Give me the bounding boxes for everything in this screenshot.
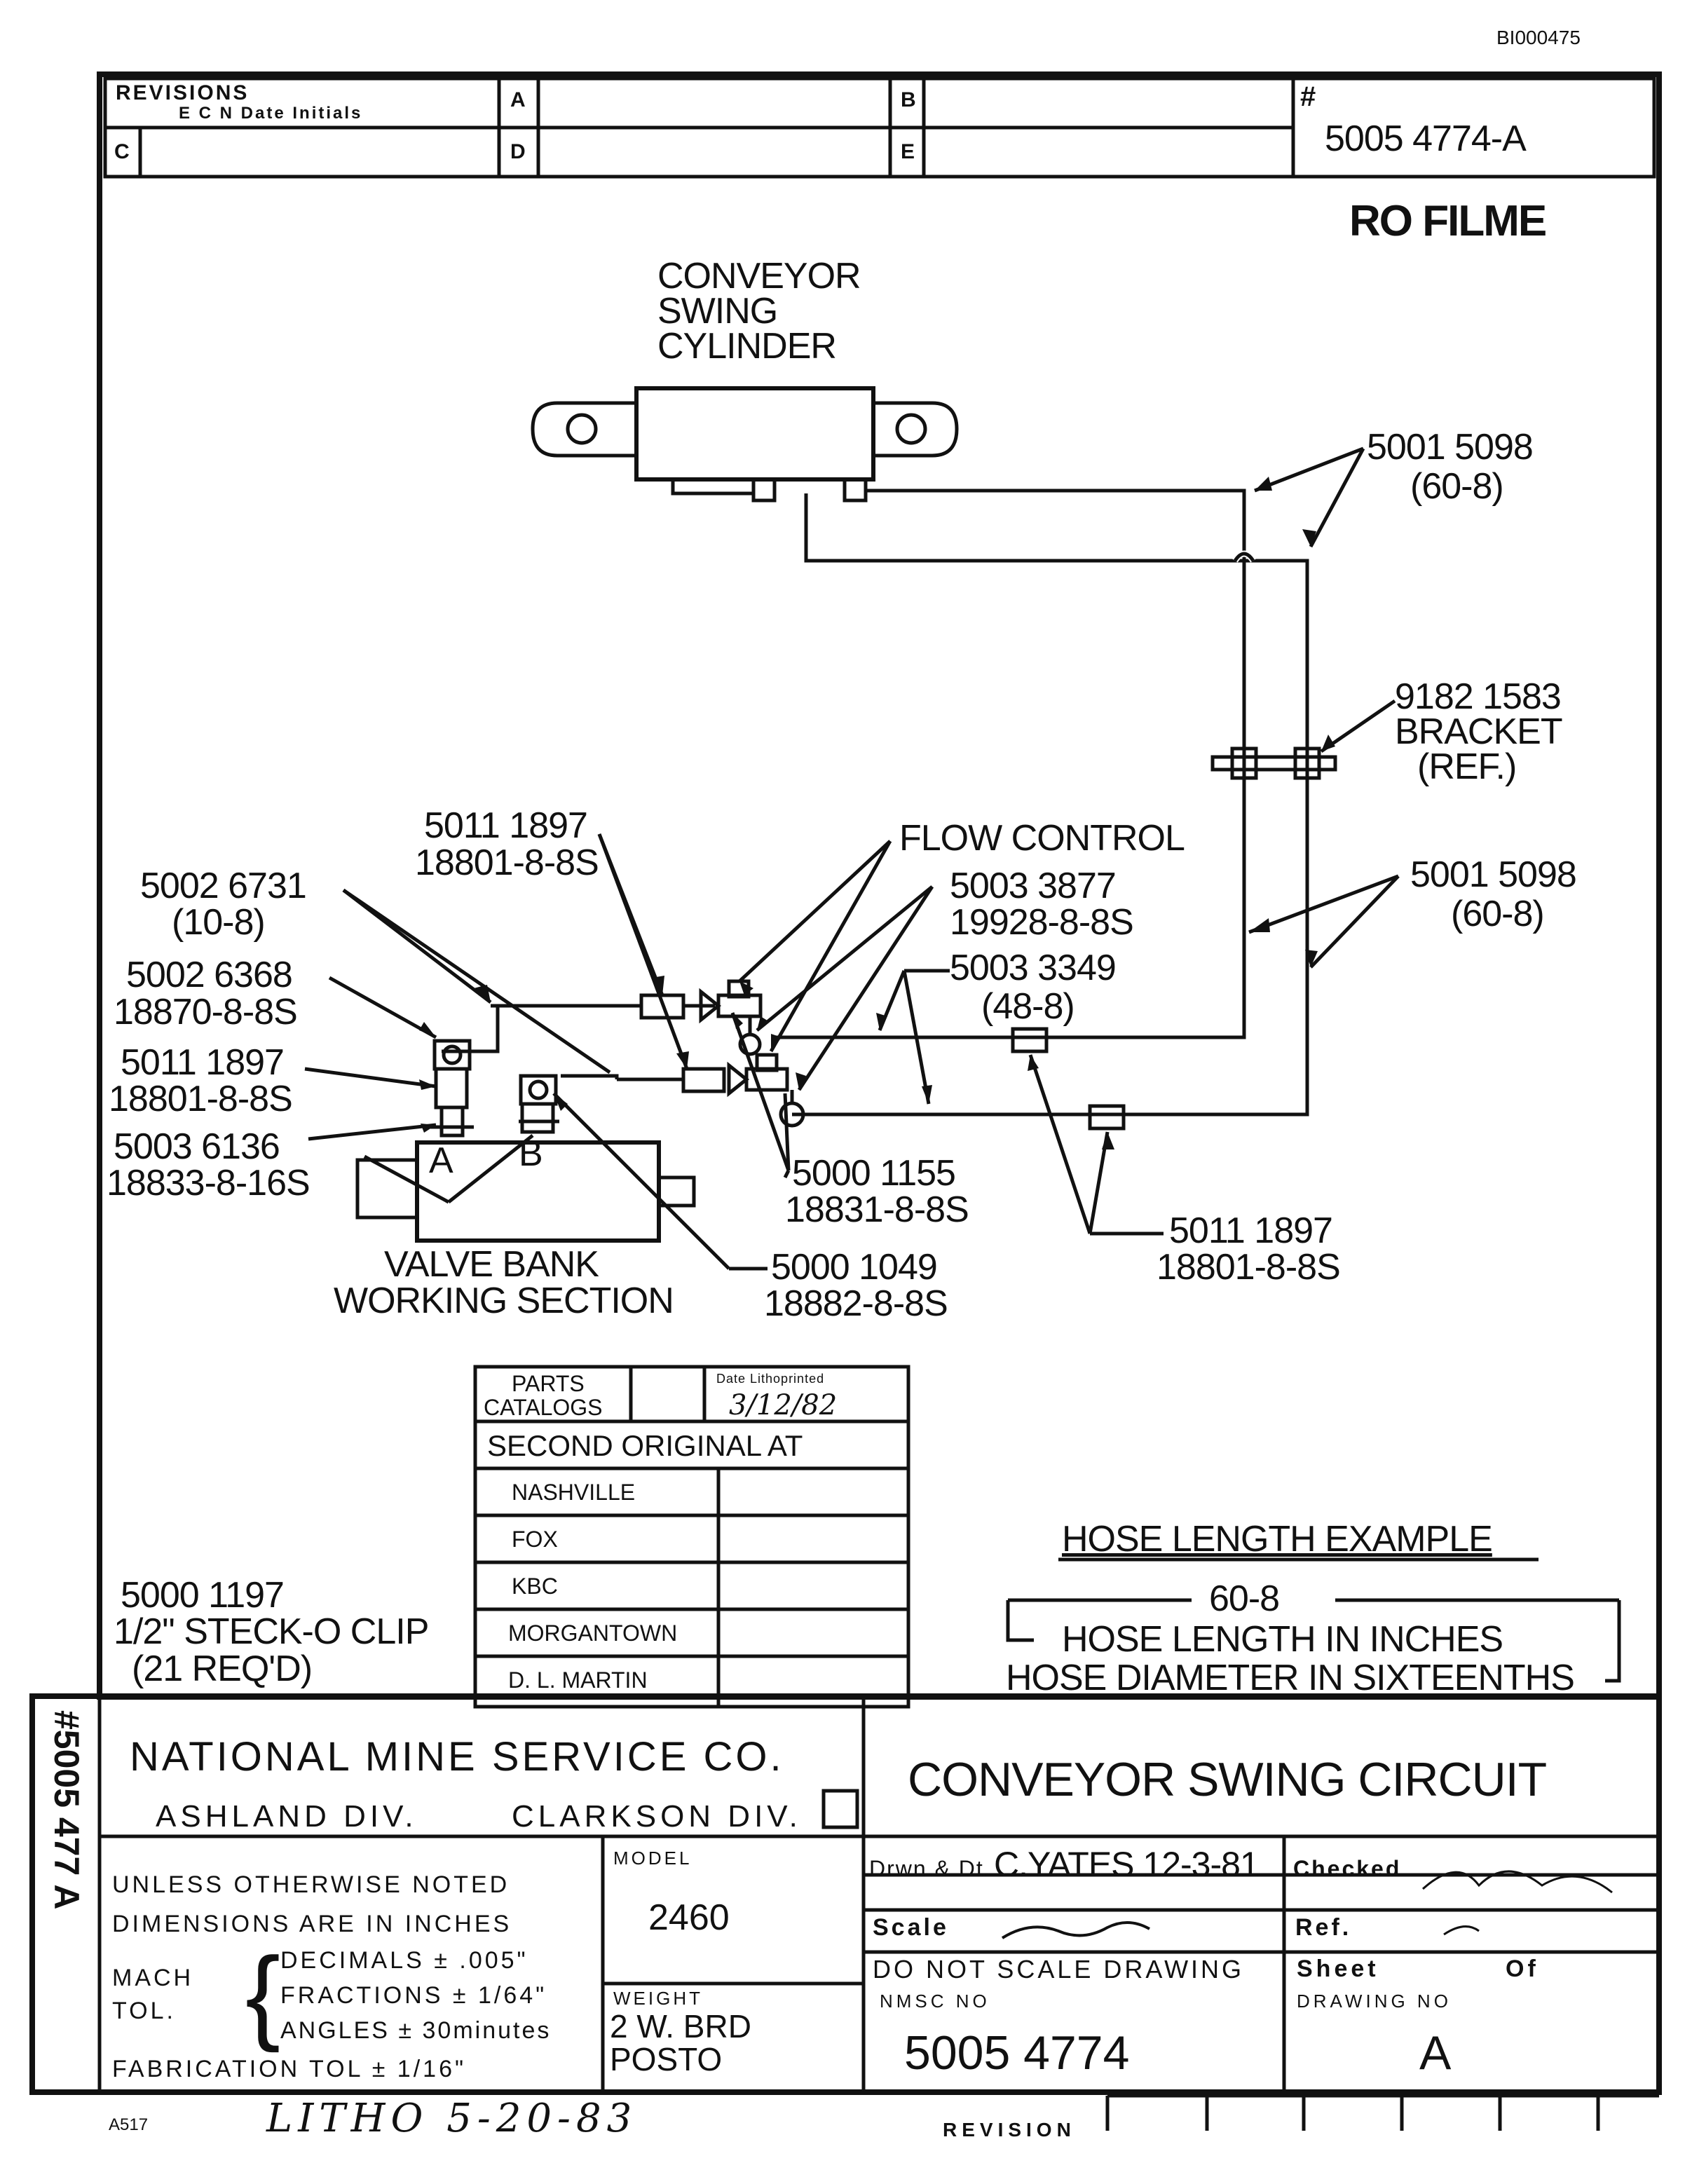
part-01049-num: 5000 1049 [771,1247,938,1288]
part-01049-code: 18882-8-8S [764,1283,948,1324]
model-label: MODEL [613,1848,693,1869]
revision-slot-a: A [510,88,528,111]
litho-date: LITHO 5-20-83 [266,2096,638,2141]
nmsc-label: NMSC NO [880,1991,990,2012]
drawn-value: C.YATES 12-3-81 [994,1845,1260,1884]
stamp-partial: RO FILME [1349,197,1547,245]
revision-slot-d: D [510,140,528,163]
part-33349-num: 5003 3349 [950,948,1117,988]
bracket-part: 9182 1583 [1395,676,1562,717]
fitting-right-code: 18801-8-8S [1157,1247,1341,1288]
hose-upper-b-size: (60-8) [1451,894,1545,934]
part-26368-num: 5002 6368 [126,955,293,995]
side-number: #5005 477 A [47,1710,86,1910]
parts-catalog-label-1: PARTS [512,1371,585,1396]
drawing-ref: 5005 4774-A [1325,118,1527,159]
note-line-2: DIMENSIONS ARE IN INCHES [112,1911,512,1937]
clip-part: 5000 1197 [121,1575,285,1616]
tol-decimals: DECIMALS ± .005" [280,1947,528,1974]
drawn-label: Drwn.& Dt. [869,1856,992,1881]
note-line-1: UNLESS OTHERWISE NOTED [112,1871,510,1898]
sheet-label: Sheet [1297,1956,1379,1982]
bracket-ref: (REF.) [1417,746,1517,787]
part-26731-num: 5002 6731 [140,866,307,906]
hose-upper-b-part: 5001 5098 [1410,854,1577,895]
model-value: 2460 [648,1897,730,1938]
cylinder-label-2: SWING [657,291,778,332]
division-ashland: ASHLAND DIV. [156,1799,418,1834]
date-lithoprinted-value: 3/12/82 [729,1389,838,1421]
part-33877-code: 19928-8-8S [950,902,1134,943]
weight-label: WEIGHT [613,1988,703,2009]
revision-slot-b: B [901,88,918,111]
hose-example-code: 60-8 [1209,1578,1280,1619]
drawing-no-label: DRAWING NO [1297,1991,1452,2012]
drawing-ref-hash: # [1300,81,1316,112]
brace: { [245,1935,281,2053]
hose-upper-a-part: 5001 5098 [1367,427,1534,467]
form-number: A517 [109,2115,149,2134]
part-01155-num: 5000 1155 [792,1153,956,1194]
location-dl-martin: D. L. MARTIN [508,1667,648,1693]
fabrication-tol: FABRICATION TOL ± 1/16" [112,2056,467,2082]
valve-bank-label-2: WORKING SECTION [334,1281,674,1321]
valve-port-a: A [429,1140,453,1181]
company-name: NATIONAL MINE SERVICE CO. [130,1734,784,1780]
part-01155-code: 18831-8-8S [785,1189,969,1230]
ref-label: Ref. [1295,1914,1352,1941]
fitting-top-code: 18801-8-8S [415,842,599,883]
bracket-label: BRACKET [1395,711,1563,752]
doc-id: BI000475 [1496,27,1581,48]
division-clarkson: CLARKSON DIV. [512,1799,802,1834]
part-36136-num: 5003 6136 [114,1126,280,1167]
of-label: Of [1506,1956,1539,1982]
scale-label: Scale [873,1914,949,1941]
weight-value-2: POSTO [610,2041,723,2077]
parts-catalog-label-2: CATALOGS [484,1395,603,1420]
revisions-heading: REVISIONS [116,81,250,104]
revision-label: REVISION [943,2119,1076,2141]
tol-angles: ANGLES ± 30minutes [280,2017,552,2044]
cylinder-label-3: CYLINDER [657,326,837,367]
fitting-left-part: 5011 1897 [121,1042,285,1083]
tol-fractions: FRACTIONS ± 1/64" [280,1982,547,2009]
location-fox: FOX [512,1527,558,1552]
second-original-heading: SECOND ORIGINAL AT [487,1429,803,1462]
clip-qty: (21 REQ'D) [132,1649,313,1689]
revision-slot-e: E [901,140,917,163]
hose-example-length: HOSE LENGTH IN INCHES [1062,1619,1503,1660]
nmsc-value: 5005 4774 [904,2026,1130,2080]
fitting-top-part: 5011 1897 [424,805,588,846]
part-33349-size: (48-8) [981,986,1075,1027]
part-26368-code: 18870-8-8S [114,992,298,1032]
mach-tol-1: MACH [112,1965,194,1991]
location-nashville: NASHVILLE [512,1480,636,1505]
location-kbc: KBC [512,1574,558,1599]
valve-port-b: B [519,1133,543,1174]
valve-bank-label-1: VALVE BANK [384,1244,599,1285]
part-36136-code: 18833-8-16S [107,1163,311,1203]
mach-tol-2: TOL. [112,1998,176,2024]
checked-label: Checked [1293,1856,1402,1881]
date-lithoprinted-label: Date Lithoprinted [716,1372,825,1386]
drawing-title: CONVEYOR SWING CIRCUIT [908,1753,1547,1806]
fitting-right-part: 5011 1897 [1169,1210,1333,1251]
do-not-scale: DO NOT SCALE DRAWING [873,1955,1245,1984]
clip-desc: 1/2" STECK-O CLIP [114,1611,429,1652]
location-morgantown: MORGANTOWN [508,1620,678,1646]
revision-slot-c: C [114,140,132,163]
hose-example-diameter: HOSE DIAMETER IN SIXTEENTHS [1006,1658,1575,1698]
flow-control-label: FLOW CONTROL [899,818,1185,859]
part-26731-size: (10-8) [172,902,266,943]
drawing-no-value: A [1419,2026,1452,2080]
fitting-left-code: 18801-8-8S [109,1079,293,1119]
cylinder-label-1: CONVEYOR [657,256,861,296]
hose-upper-a-size: (60-8) [1410,466,1504,507]
part-33877-num: 5003 3877 [950,866,1117,906]
weight-value-1: 2 W. BRD [610,2008,751,2045]
hose-example-title: HOSE LENGTH EXAMPLE [1062,1519,1493,1559]
revisions-subheading: E C N Date Initials [179,104,363,123]
